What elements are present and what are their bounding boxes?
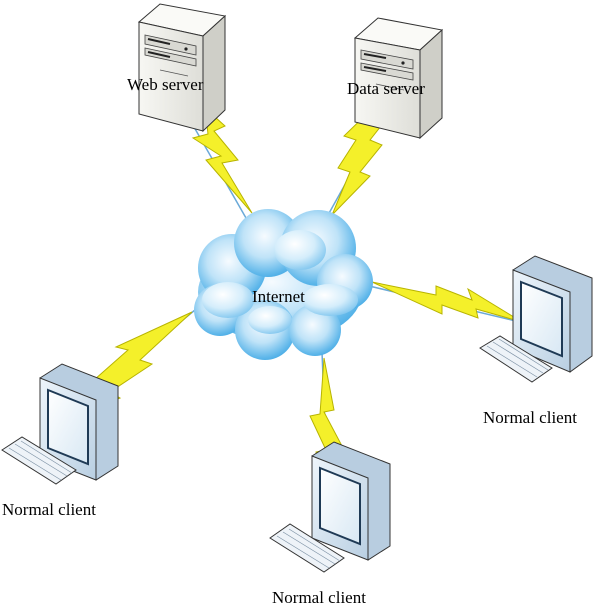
desktop-computer-icon xyxy=(269,441,391,573)
server-tower-icon xyxy=(353,17,444,140)
data-server-label: Data server xyxy=(347,79,425,98)
keyboard-icon xyxy=(479,335,553,383)
lightning-bolt-icon xyxy=(331,102,393,216)
desktop-computer-icon xyxy=(479,255,593,383)
link-internet-client-right xyxy=(364,281,523,323)
client-bottom-node: Normal client xyxy=(269,441,391,607)
server-tower-icon xyxy=(137,3,227,133)
keyboard-icon xyxy=(1,436,77,485)
lightning-bolt-icon xyxy=(371,281,523,323)
client-right-node: Normal client xyxy=(479,255,593,427)
client-right-label: Normal client xyxy=(483,408,577,427)
keyboard-icon xyxy=(269,523,345,573)
cloud-icon xyxy=(194,209,373,360)
web-server-node: Web server xyxy=(127,3,233,133)
internet-node: Internet xyxy=(194,209,373,360)
client-left-label: Normal client xyxy=(2,500,96,519)
web-server-label: Web server xyxy=(127,75,204,94)
client-bottom-label: Normal client xyxy=(272,588,366,607)
data-server-node: Data server xyxy=(347,17,444,140)
internet-label: Internet xyxy=(252,287,305,306)
client-left-node: Normal client xyxy=(1,363,119,519)
desktop-computer-icon xyxy=(1,363,119,485)
